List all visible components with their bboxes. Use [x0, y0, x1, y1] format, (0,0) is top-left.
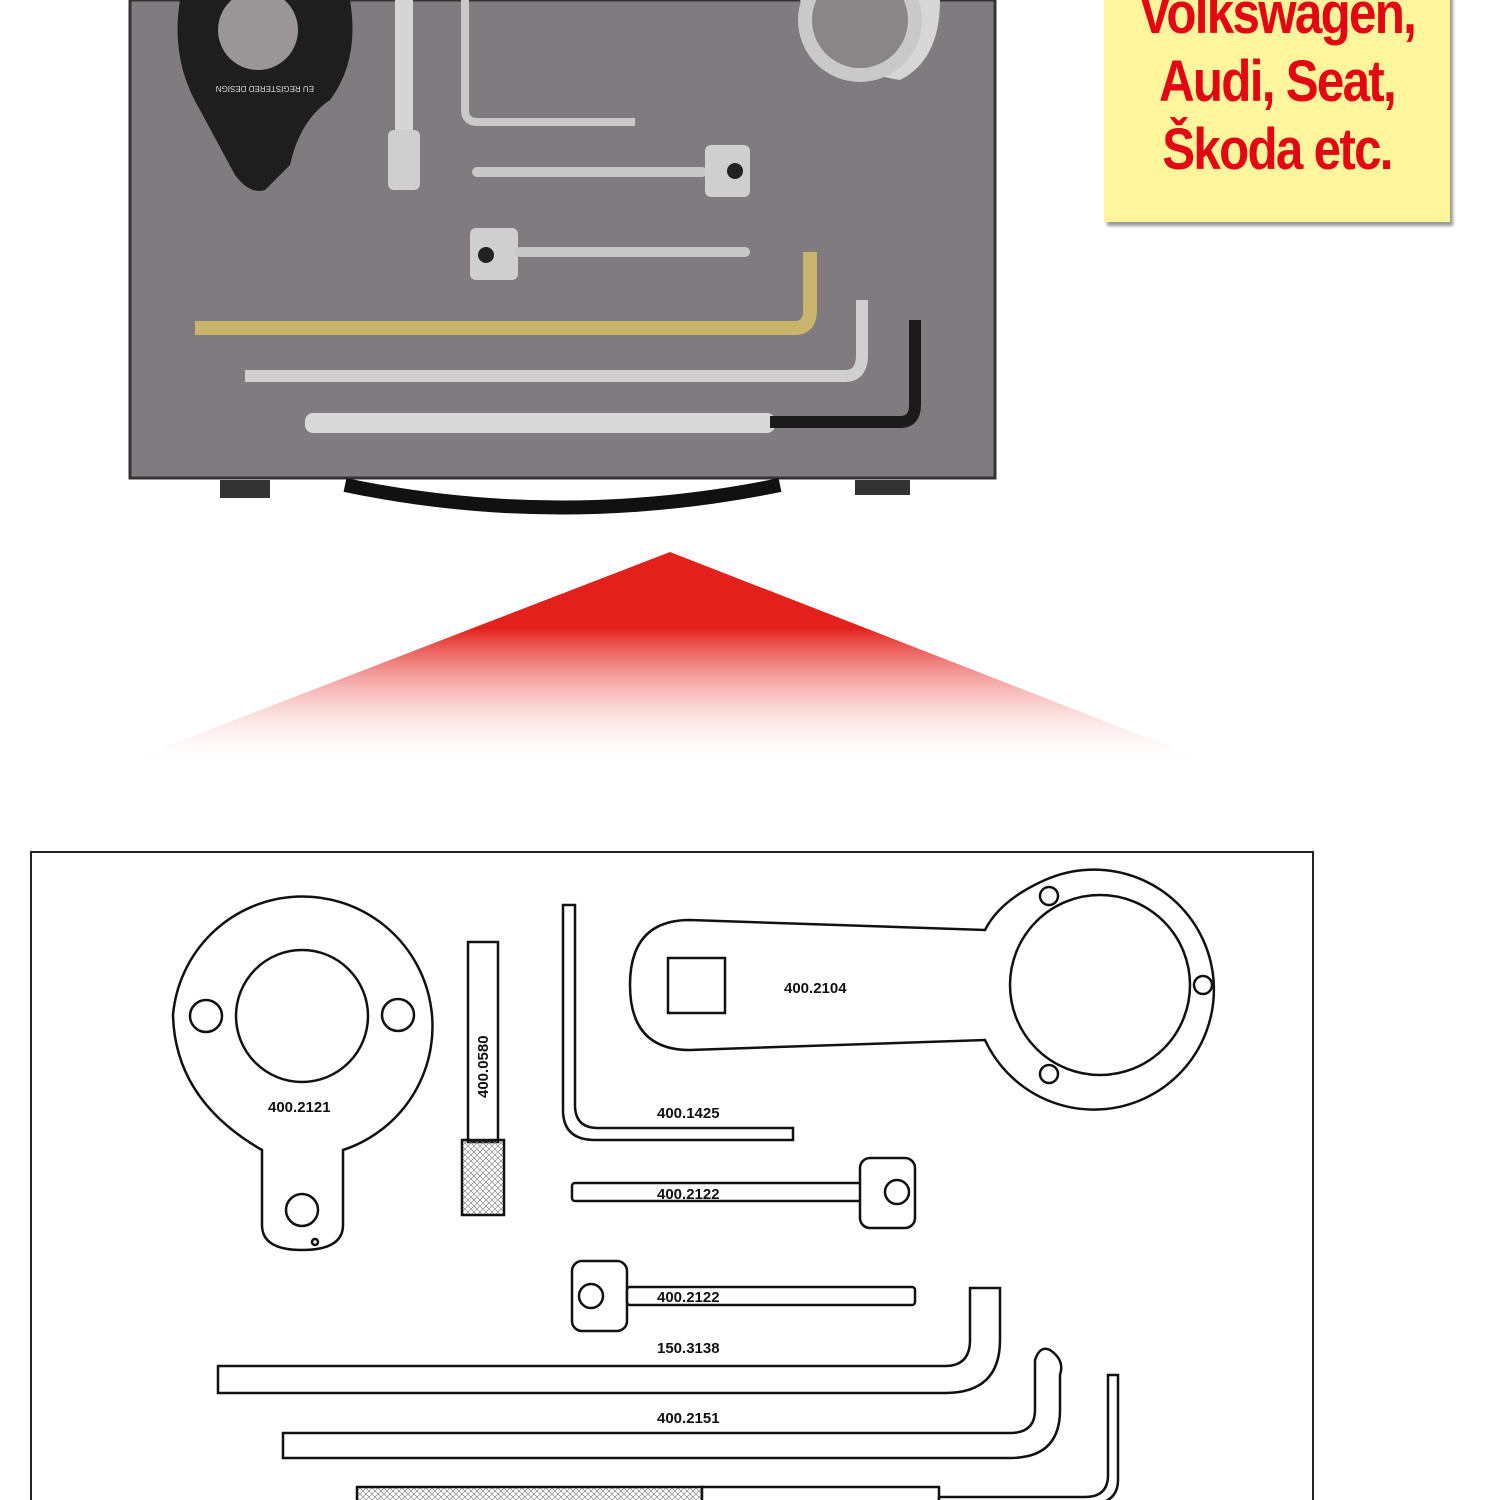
note-line: Škoda etc.: [1162, 117, 1393, 182]
embossed-text: EU REGISTERED DESIGN: [216, 84, 314, 93]
part-label: 400.2121: [268, 1099, 331, 1116]
note-line: Audi, Seat,: [1158, 49, 1397, 114]
part-label: 400.2122: [657, 1289, 720, 1306]
note-line: Volkswagen,: [1138, 0, 1417, 46]
part-label: 400.2104: [784, 980, 847, 997]
red-arrow-triangle: [110, 552, 1225, 768]
tool-diagram: 400.2121 400.0580 400.1425 400.2104 400.…: [171, 868, 1216, 1500]
tool-case-photo: EU REGISTERED DESIGN: [128, 0, 997, 515]
part-label: 400.0580: [475, 1035, 492, 1098]
sticky-note: Volkswagen, Audi, Seat, Škoda etc.: [1104, 0, 1450, 222]
part-label: 150.3138: [657, 1340, 720, 1357]
part-label: 400.2122: [657, 1186, 720, 1203]
part-label: 400.2151: [657, 1410, 720, 1427]
part-label: 400.1425: [657, 1105, 720, 1122]
